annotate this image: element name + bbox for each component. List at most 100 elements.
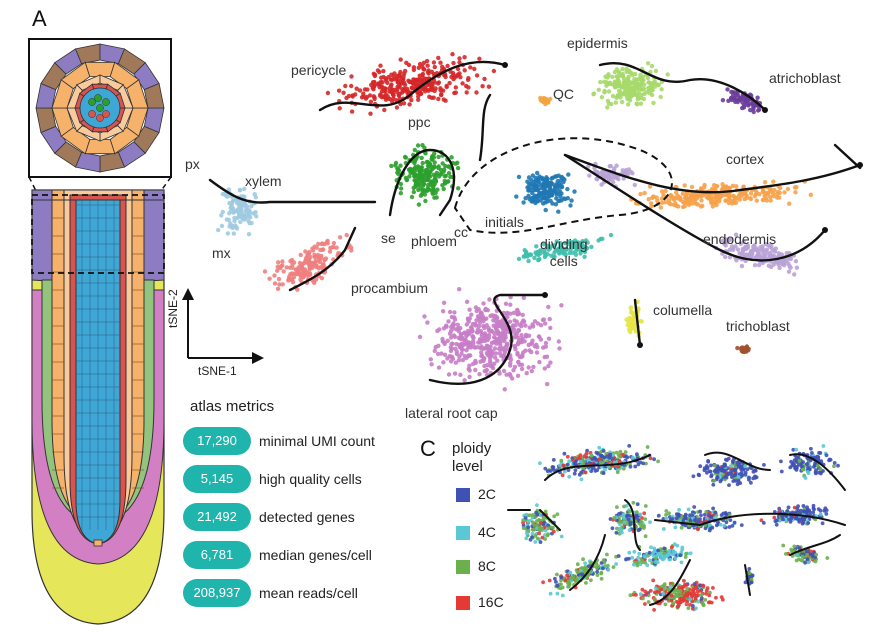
legend-swatch-4c [456, 526, 470, 540]
ploidy-point [777, 518, 782, 523]
point-endodermis [727, 255, 733, 260]
point-initials [553, 202, 559, 207]
ploidy-point [560, 473, 565, 478]
ploidy-point [753, 468, 758, 473]
ploidy-point [632, 562, 636, 567]
ploidy-point [583, 470, 588, 475]
point-epidermis [633, 82, 638, 87]
point-pericycle [372, 83, 377, 89]
ploidy-point [638, 522, 643, 527]
ploidy-point [792, 544, 797, 549]
point-columella [631, 317, 636, 322]
point-xylem [231, 231, 236, 236]
point-procambium [295, 287, 300, 292]
ploidy-point [714, 595, 718, 600]
ploidy-point [706, 459, 710, 463]
point-phloem [424, 169, 429, 175]
ploidy-point [555, 572, 559, 577]
metric-label: high quality cells [259, 471, 362, 487]
point-lateral-root-cap [493, 351, 499, 356]
point-lateral-root-cap [526, 365, 531, 370]
ploidy-point [652, 608, 656, 612]
ploidy-point [640, 587, 645, 592]
ploidy-point [668, 557, 672, 562]
point-endodermis-early [623, 168, 629, 173]
point-pericycle [486, 84, 492, 89]
ploidy-point [690, 599, 695, 604]
point-lateral-root-cap [478, 359, 483, 364]
point-phloem [396, 168, 402, 173]
point-dividing-cells [571, 241, 576, 246]
ploidy-point [791, 447, 796, 452]
point-lateral-root-cap [494, 341, 499, 346]
point-xylem [230, 206, 235, 211]
point-lateral-root-cap [467, 374, 472, 380]
ploidy-point [667, 511, 671, 516]
ploidy-point [584, 581, 588, 585]
point-endodermis [756, 262, 762, 268]
point-lateral-root-cap [448, 335, 454, 340]
ploidy-point [667, 551, 672, 556]
point-pericycle [377, 85, 382, 90]
point-lateral-root-cap [477, 317, 483, 322]
point-columella [638, 319, 643, 324]
ploidy-point [635, 452, 639, 457]
point-cortex [793, 190, 798, 195]
point-epidermis [653, 68, 659, 74]
ploidy-point [724, 520, 729, 525]
point-cortex [808, 192, 813, 197]
ploidy-point [615, 518, 619, 523]
point-procambium [262, 269, 268, 274]
point-initials [572, 189, 577, 194]
ploidy-point [636, 528, 641, 533]
point-lateral-root-cap [523, 332, 529, 338]
point-lateral-root-cap [445, 356, 450, 361]
point-cortex [762, 180, 768, 185]
ploidy-point [814, 552, 819, 557]
ploidy-point [749, 466, 754, 471]
ploidy-point [832, 461, 837, 465]
point-pericycle [336, 88, 342, 93]
ploidy-point [743, 472, 748, 477]
point-epidermis [649, 63, 655, 69]
point-endodermis [777, 265, 782, 271]
point-lateral-root-cap [547, 316, 552, 322]
ploidy-point [586, 457, 590, 462]
point-cortex [699, 198, 704, 203]
ploidy-point [630, 555, 635, 560]
point-dividing-cells [580, 246, 585, 251]
cluster-label-procambium: procambium [351, 280, 429, 296]
ploidy-point [554, 580, 558, 584]
ploidy-point [820, 521, 825, 526]
point-lateral-root-cap [440, 339, 445, 344]
point-pericycle [457, 60, 462, 65]
point-pericycle [429, 69, 435, 75]
point-pericycle [395, 80, 400, 85]
ploidy-point [548, 469, 553, 473]
point-atrichoblast [751, 109, 756, 115]
point-procambium [344, 232, 349, 238]
ploidy-point [677, 508, 681, 512]
ploidy-point [598, 460, 603, 465]
point-procambium [307, 259, 312, 265]
ploidy-point [582, 454, 587, 459]
point-xylem [229, 201, 235, 206]
point-epidermis [628, 81, 633, 86]
ploidy-point [567, 474, 572, 479]
point-lateral-root-cap [537, 334, 542, 340]
point-procambium [296, 271, 302, 276]
point-procambium [320, 241, 325, 246]
ploidy-point [565, 454, 570, 459]
point-procambium [287, 265, 293, 270]
point-pericycle [421, 60, 427, 65]
ploidy-point [704, 509, 709, 514]
point-pericycle [466, 85, 471, 90]
point-phloem [403, 155, 408, 160]
ploidy-point [625, 522, 630, 526]
point-dividing-cells [582, 254, 587, 259]
root-quiescent-center [93, 539, 103, 547]
point-phloem [421, 181, 427, 186]
point-lateral-root-cap [498, 343, 503, 349]
ploidy-point [644, 461, 648, 466]
ploidy-point [533, 540, 538, 544]
